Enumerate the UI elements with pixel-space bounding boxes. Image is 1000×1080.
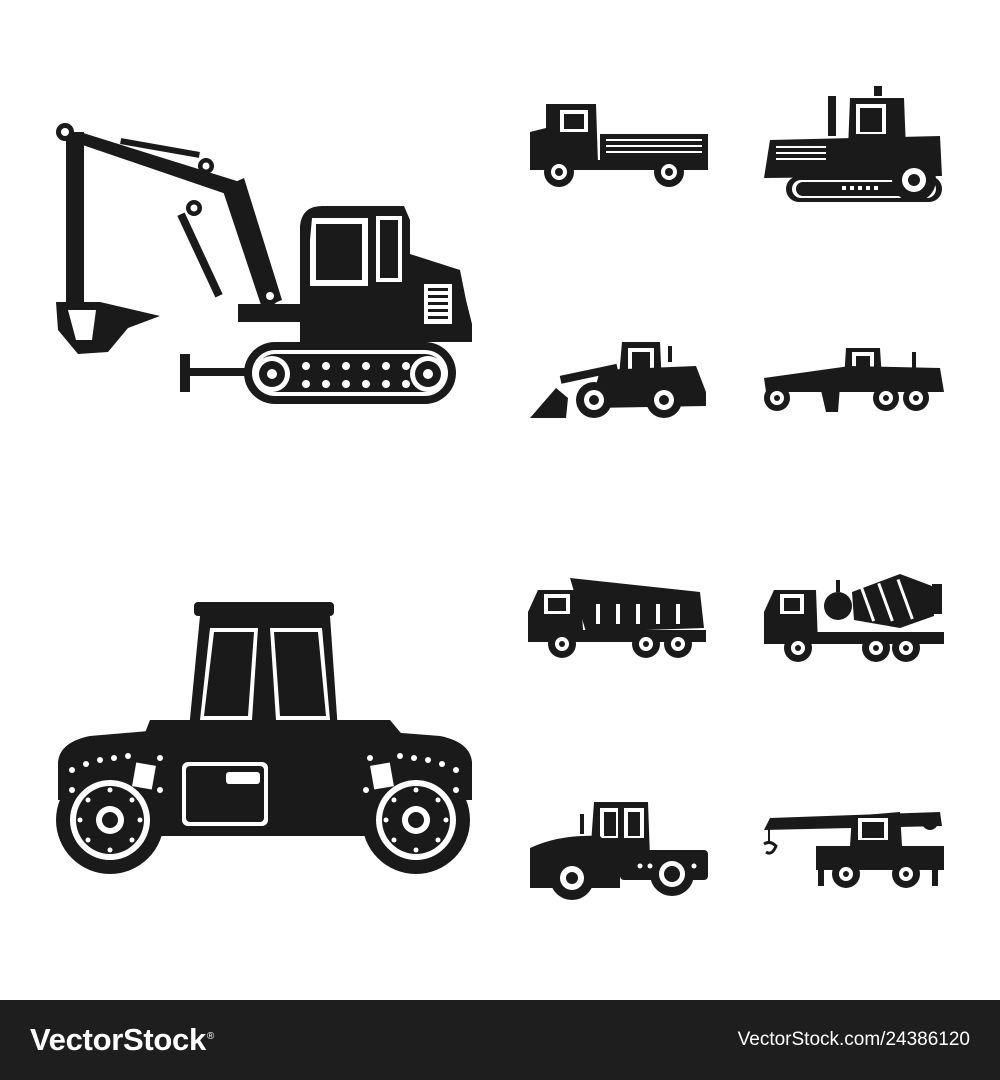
crawler-tractor-icon xyxy=(764,86,942,202)
excavator-icon xyxy=(56,123,472,404)
watermark-footer: VectorStock® VectorStock.com/24386120 xyxy=(0,1000,1000,1080)
wheel-loader-icon xyxy=(530,342,706,418)
double-drum-road-roller-icon xyxy=(56,602,472,874)
concrete-mixer-truck-icon xyxy=(764,574,944,662)
dump-truck-icon xyxy=(528,578,706,658)
mobile-crane-icon xyxy=(763,812,944,888)
single-drum-compactor-icon xyxy=(530,802,708,900)
vectorstock-logo: VectorStock® xyxy=(30,1022,214,1058)
icon-set-canvas xyxy=(56,86,944,900)
logo-brand-text: VectorStock xyxy=(30,1022,206,1057)
motor-grader-icon xyxy=(764,348,944,412)
image-id-text: VectorStock.com/24386120 xyxy=(737,1029,970,1050)
flatbed-truck-icon xyxy=(530,104,708,187)
registered-mark: ® xyxy=(206,1030,214,1042)
